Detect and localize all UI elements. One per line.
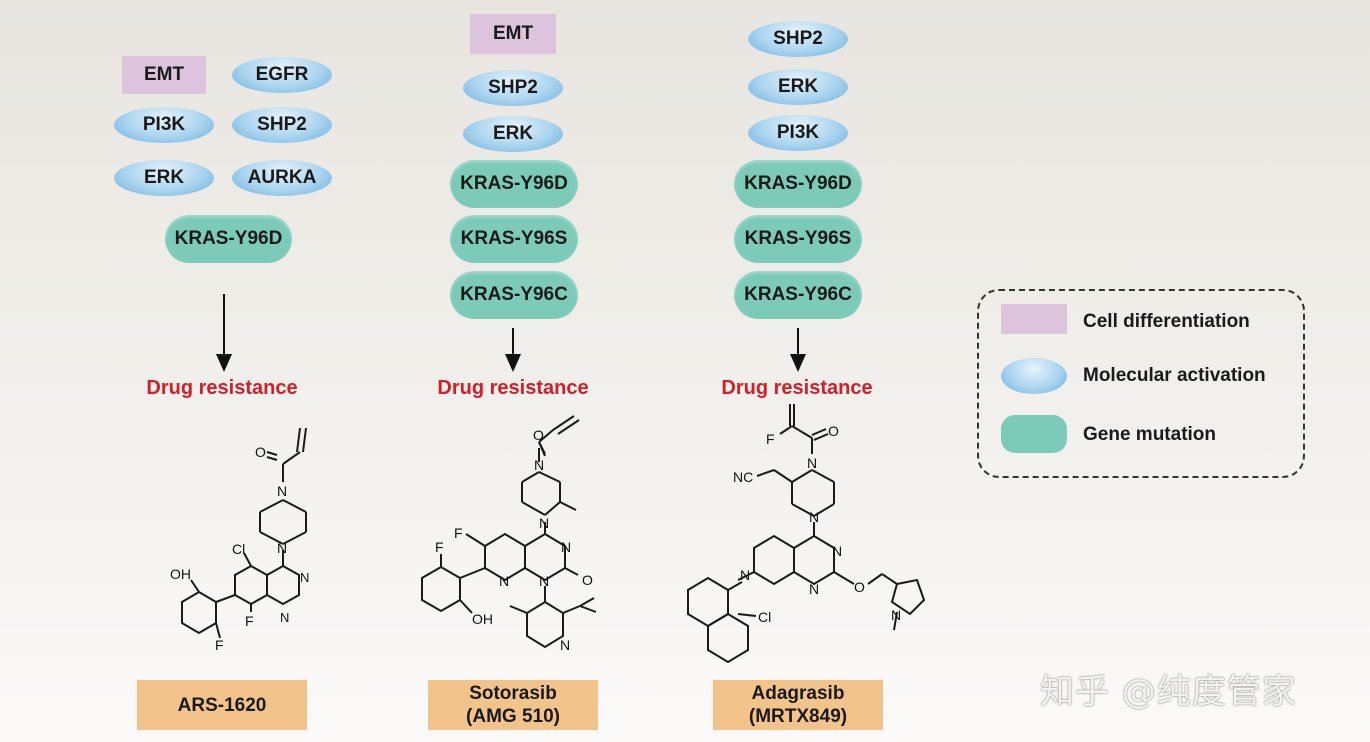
atom-f: F <box>454 525 463 541</box>
drug-box-sotorasib: Sotorasib (AMG 510) <box>428 680 598 730</box>
atom-n: N <box>300 570 309 585</box>
atom-oh: OH <box>472 611 493 627</box>
factor-kras-y96c: KRAS-Y96C <box>734 271 862 319</box>
drug-code: (AMG 510) <box>466 706 560 727</box>
drug-box-adagrasib: Adagrasib (MRTX849) <box>713 680 883 730</box>
legend-swatch-cell-differentiation <box>1001 304 1067 334</box>
atom-o: O <box>828 423 839 439</box>
factor-erk: ERK <box>114 160 214 196</box>
atom-f: F <box>435 539 444 555</box>
factor-egfr: EGFR <box>232 57 332 93</box>
drug-resistance-label: Drug resistance <box>146 377 298 399</box>
legend-label: Gene mutation <box>1083 424 1217 445</box>
atom-f: F <box>766 431 775 447</box>
atom-n: N <box>499 573 509 589</box>
legend-swatch-molecular-activation <box>1001 358 1067 394</box>
factor-shp2: SHP2 <box>463 70 563 106</box>
atom-o: O <box>582 572 593 588</box>
atom-cl: Cl <box>232 541 245 557</box>
factor-emt: EMT <box>122 56 206 94</box>
atom-n: N <box>809 581 819 597</box>
atom-f: F <box>215 637 224 653</box>
atom-n: N <box>561 539 571 555</box>
factor-pi3k: PI3K <box>114 107 214 143</box>
atom-o: O <box>854 579 865 595</box>
atom-n: N <box>539 515 549 531</box>
drug-box-ars1620: ARS-1620 <box>137 680 307 730</box>
atom-n: N <box>277 540 287 556</box>
drug-name: Adagrasib <box>751 683 845 704</box>
drug-resistance-label: Drug resistance <box>437 377 589 399</box>
atom-cl: Cl <box>758 609 771 625</box>
drug-name: ARS-1620 <box>177 694 267 716</box>
atom-n: N <box>809 509 819 525</box>
atom-n: N <box>807 455 817 471</box>
atom-o: O <box>255 444 266 460</box>
atom-n: N <box>560 637 570 653</box>
factor-kras-y96s: KRAS-Y96S <box>450 215 578 263</box>
resistance-arrow <box>790 328 806 372</box>
atom-n: N <box>832 543 842 559</box>
atom-n: N <box>280 610 289 625</box>
sotorasib-structure: O N N F N N N O N OH F <box>421 415 597 653</box>
factor-kras-y96c: KRAS-Y96C <box>450 271 578 319</box>
factor-pi3k: PI3K <box>748 115 848 151</box>
atom-f: F <box>245 613 254 629</box>
watermark: 知乎 @纯度管家 <box>1040 672 1297 712</box>
factor-erk: ERK <box>463 116 563 152</box>
resistance-arrow <box>505 328 521 372</box>
drug-resistance-label: Drug resistance <box>721 377 873 399</box>
atom-n: N <box>740 567 750 583</box>
factor-erk: ERK <box>748 69 848 105</box>
factor-emt: EMT <box>470 14 556 54</box>
resistance-arrow <box>216 294 232 372</box>
factor-shp2: SHP2 <box>748 21 848 57</box>
atom-n: N <box>534 457 544 473</box>
factor-kras-y96d: KRAS-Y96D <box>450 160 578 208</box>
legend-label: Cell differentiation <box>1083 311 1250 332</box>
atom-oh: OH <box>170 566 191 582</box>
atom-n: N <box>277 483 287 499</box>
factor-kras-y96s: KRAS-Y96S <box>734 215 862 263</box>
legend-swatch-gene-mutation <box>1001 415 1067 453</box>
drug-code: (MRTX849) <box>748 706 848 727</box>
factor-kras-y96d: KRAS-Y96D <box>165 215 292 263</box>
atom-o: O <box>533 427 544 443</box>
legend-label: Molecular activation <box>1083 365 1266 386</box>
atom-n: N <box>539 573 549 589</box>
atom-n: N <box>891 607 901 623</box>
legend: Cell differentiation Molecular activatio… <box>977 289 1305 478</box>
factor-shp2: SHP2 <box>232 107 332 143</box>
adagrasib-structure: F O N NC N N N N O N Cl <box>687 404 926 664</box>
factor-aurka: AURKA <box>232 160 332 196</box>
factor-kras-y96d: KRAS-Y96D <box>734 160 862 208</box>
atom-nc: NC <box>733 469 753 485</box>
ars1620-structure: O N N N N Cl OH F F <box>170 427 309 653</box>
drug-name: Sotorasib <box>469 683 557 704</box>
